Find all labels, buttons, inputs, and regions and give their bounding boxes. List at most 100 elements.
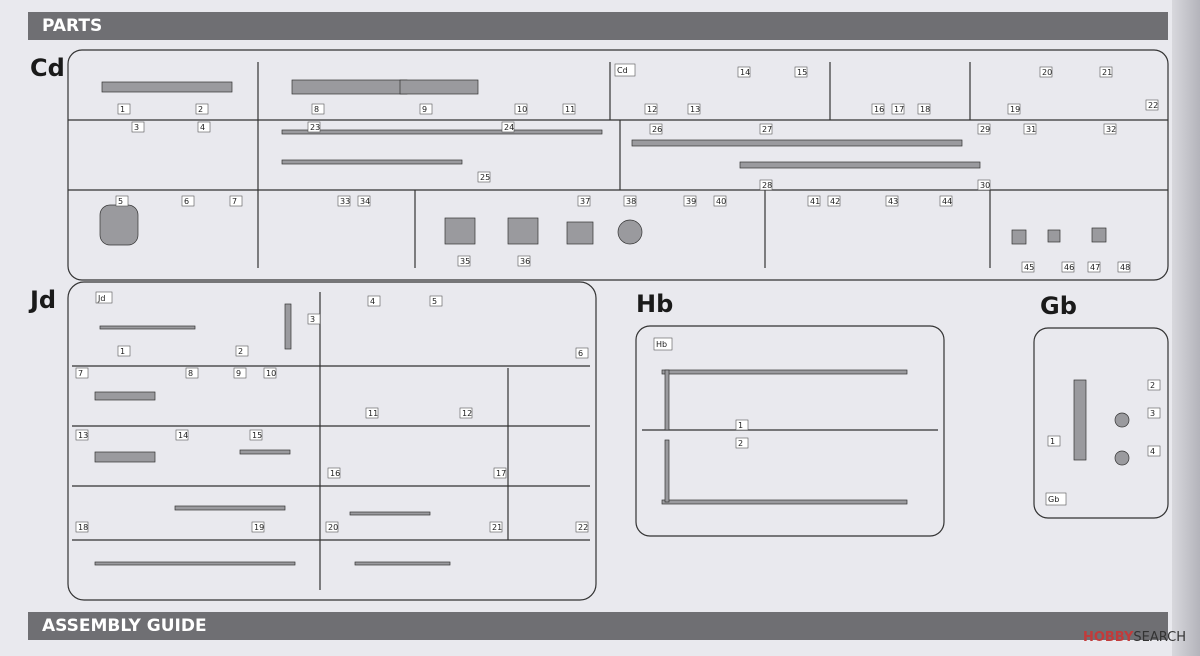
- part-number: 32: [1106, 125, 1116, 134]
- part-number: 3: [1150, 409, 1155, 418]
- part-number-box: [117, 103, 131, 115]
- part-number: 22: [578, 523, 588, 532]
- part-number-box: [687, 103, 701, 115]
- part-number: 48: [1120, 263, 1130, 272]
- part-number-box: [185, 367, 199, 379]
- sprue-hb: Hb 12: [635, 325, 945, 537]
- part-number-box: [457, 255, 471, 267]
- part-number-box: [1039, 66, 1053, 78]
- part-number: 4: [200, 123, 205, 132]
- part-number-box: [311, 103, 325, 115]
- sprue-hb-numbers: 12: [735, 419, 749, 449]
- part-number: 24: [504, 123, 514, 132]
- part-number: 7: [232, 197, 237, 206]
- part-number: 18: [920, 105, 930, 114]
- part-number: 7: [78, 369, 83, 378]
- part-number: 14: [740, 68, 750, 77]
- part-number-box: [1103, 123, 1117, 135]
- part-number-box: [575, 521, 589, 533]
- part-number: 44: [942, 197, 952, 206]
- part-number-box: [365, 407, 379, 419]
- part-number: 30: [980, 181, 990, 190]
- part-number-box: [794, 66, 808, 78]
- part-number: 14: [178, 431, 188, 440]
- sprue-gb-label: Gb: [1040, 292, 1077, 320]
- part-number-box: [977, 123, 991, 135]
- part-number-box: [1047, 435, 1061, 447]
- part-number-box: [737, 66, 751, 78]
- part-number: 3: [134, 123, 139, 132]
- part-number: 11: [368, 409, 378, 418]
- part-number-box: [325, 521, 339, 533]
- hobbysearch-watermark: HOBBYSEARCH: [1083, 630, 1186, 645]
- part-number-box: [131, 121, 145, 133]
- part-number: 13: [690, 105, 700, 114]
- part-number-box: [195, 103, 209, 115]
- part-number: 20: [328, 523, 338, 532]
- part-number: 31: [1026, 125, 1036, 134]
- part-number-box: [1099, 66, 1113, 78]
- part-number: 2: [238, 347, 243, 356]
- part-number-box: [235, 345, 249, 357]
- part-number-box: [1147, 407, 1161, 419]
- part-number: 8: [188, 369, 193, 378]
- part-number-box: [493, 467, 507, 479]
- part-number: 12: [462, 409, 472, 418]
- part-number: 46: [1064, 263, 1074, 272]
- parts-header: PARTS: [28, 12, 1168, 40]
- part-number: 1: [120, 105, 125, 114]
- part-number-box: [1145, 99, 1159, 111]
- part-number: 38: [626, 197, 636, 206]
- part-number-box: [1147, 379, 1161, 391]
- part-number-box: [1117, 261, 1131, 273]
- part-number-box: [251, 521, 265, 533]
- part-number-box: [939, 195, 953, 207]
- part-number: 35: [460, 257, 470, 266]
- part-number-box: [263, 367, 277, 379]
- part-number-box: [307, 313, 321, 325]
- part-number: 28: [762, 181, 772, 190]
- part-number-box: [885, 195, 899, 207]
- part-number: 17: [496, 469, 506, 478]
- part-number-box: [917, 103, 931, 115]
- part-number-box: [871, 103, 885, 115]
- part-number: 27: [762, 125, 772, 134]
- part-number: 10: [266, 369, 276, 378]
- part-number-box: [117, 345, 131, 357]
- part-number: 47: [1090, 263, 1100, 272]
- part-number-box: [327, 467, 341, 479]
- part-number: 10: [517, 105, 527, 114]
- part-number: 21: [492, 523, 502, 532]
- part-number: 9: [236, 369, 241, 378]
- sprue-cd-label: Cd: [30, 54, 65, 82]
- part-number-box: [807, 195, 821, 207]
- part-number: 4: [1150, 447, 1155, 456]
- part-number-box: [827, 195, 841, 207]
- watermark-brand: HOBBY: [1082, 630, 1134, 645]
- part-number-box: [644, 103, 658, 115]
- part-number-box: [337, 195, 351, 207]
- part-number-box: [307, 121, 321, 133]
- part-number: 19: [254, 523, 264, 532]
- sprue-jd-label: Jd: [30, 286, 57, 314]
- part-number: 45: [1024, 263, 1034, 272]
- part-number-box: [75, 429, 89, 441]
- part-number: 1: [738, 421, 743, 430]
- part-number: 20: [1042, 68, 1052, 77]
- part-number-box: [1021, 261, 1035, 273]
- part-number-box: [489, 521, 503, 533]
- part-number: 15: [252, 431, 262, 440]
- assembly-guide-header: ASSEMBLY GUIDE: [28, 612, 1168, 640]
- part-number: 19: [1010, 105, 1020, 114]
- part-number-box: [1007, 103, 1021, 115]
- part-number-box: [649, 123, 663, 135]
- part-number-box: [623, 195, 637, 207]
- part-number: 1: [120, 347, 125, 356]
